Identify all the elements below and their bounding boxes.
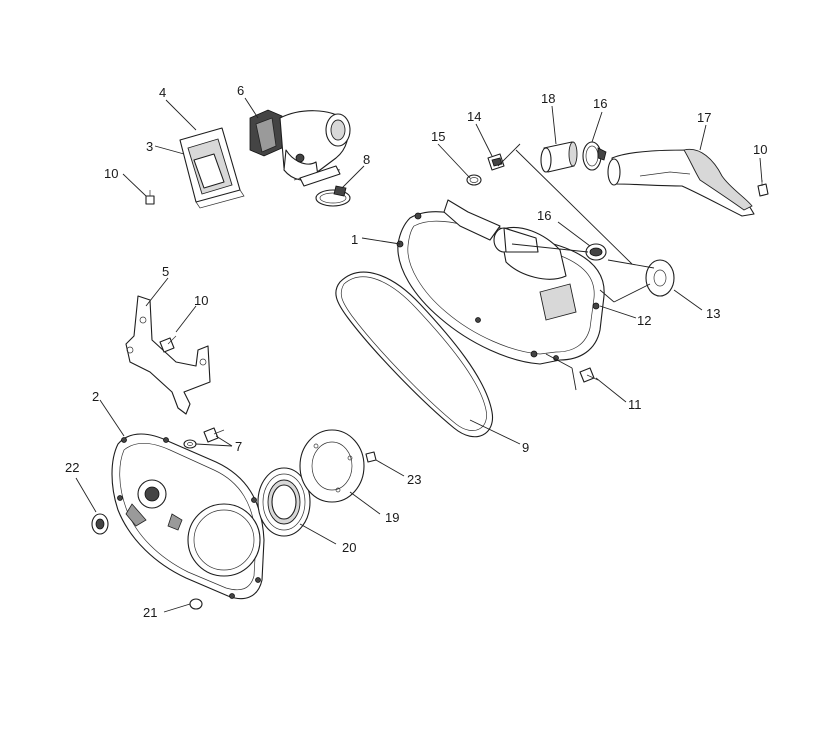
callout-4: 4 — [159, 85, 166, 100]
callout-15: 15 — [431, 129, 445, 144]
part-10-screw-c — [757, 180, 769, 197]
callout-10b: 10 — [194, 293, 208, 308]
callout-2: 2 — [92, 389, 99, 404]
callout-16a: 16 — [593, 96, 607, 111]
callout-11: 11 — [628, 397, 642, 412]
callout-14: 14 — [467, 109, 481, 124]
part-22-bushing — [91, 513, 109, 535]
callout-18: 18 — [541, 91, 555, 106]
part-15-o-ring — [466, 174, 482, 186]
part-9-drive-belt — [335, 271, 494, 438]
callout-8: 8 — [363, 152, 370, 167]
part-13-seal — [645, 259, 675, 297]
callout-9: 9 — [522, 440, 529, 455]
part-10-screw-a — [145, 190, 155, 205]
callout-17: 17 — [697, 110, 711, 125]
callout-16b: 16 — [537, 208, 551, 223]
part-2-inner-clutch-cover — [111, 433, 265, 600]
callout-20: 20 — [342, 540, 356, 555]
part-6-intake-elbow — [249, 109, 351, 187]
callout-labels: 1 2 3 4 5 6 7 8 9 10 10 10 11 12 13 14 1… — [65, 83, 767, 620]
callout-7: 7 — [235, 439, 242, 454]
part-1-outer-clutch-cover — [396, 199, 605, 365]
part-18-duct-coupler — [540, 141, 578, 173]
part-8-hose-clamp — [315, 185, 351, 207]
part-19-retaining-plate — [299, 429, 365, 503]
callout-21: 21 — [143, 605, 157, 620]
callout-3: 3 — [146, 139, 153, 154]
callout-10a: 10 — [104, 166, 118, 181]
callout-1: 1 — [351, 232, 358, 247]
leader-lines — [75, 97, 763, 613]
part-11-bolt — [579, 367, 599, 383]
callout-22: 22 — [65, 460, 79, 475]
callout-12: 12 — [637, 313, 651, 328]
part-10-bolt-b — [159, 335, 177, 353]
callout-5: 5 — [162, 264, 169, 279]
callout-13: 13 — [706, 306, 720, 321]
part-5-mounting-bracket — [125, 295, 211, 415]
part-21-plug — [189, 598, 203, 610]
part-16-clamp-a — [582, 141, 607, 171]
part-17-exhaust-duct — [607, 148, 755, 217]
part-16-clamp-b — [585, 243, 607, 261]
callout-6: 6 — [237, 83, 244, 98]
part-23-screw — [365, 451, 377, 463]
callout-19: 19 — [385, 510, 399, 525]
callout-10c: 10 — [753, 142, 767, 157]
callout-23: 23 — [407, 472, 421, 487]
part-3-intake-boot — [179, 127, 245, 209]
part-20-seal-ring — [257, 467, 311, 537]
